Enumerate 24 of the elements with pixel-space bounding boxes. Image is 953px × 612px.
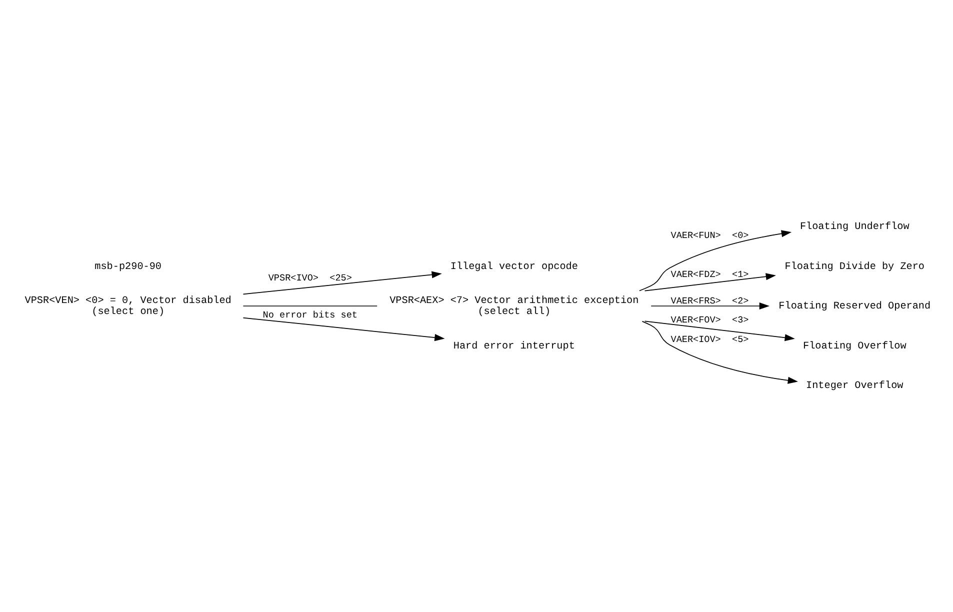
node-text: Floating Reserved Operand bbox=[778, 302, 930, 313]
node-text: VPSR<VEN> <0> = 0, Vector disabled (select one) bbox=[24, 296, 231, 318]
edge-label: VAER<IOV> <5> bbox=[670, 334, 748, 346]
edge-label: No error bits set bbox=[262, 310, 357, 321]
node-text: Floating Overflow bbox=[802, 341, 906, 352]
label: msb-p290-90 bbox=[94, 262, 162, 273]
arrow bbox=[650, 302, 770, 310]
arrow bbox=[242, 271, 442, 295]
arrow bbox=[641, 320, 798, 384]
node-text: VPSR<AEX> <7> Vector arithmetic exception (select all) bbox=[389, 296, 638, 318]
node-text: Floating Divide by Zero bbox=[784, 262, 924, 273]
arrow bbox=[644, 273, 776, 292]
edge-label: VPSR<IVO> <25> bbox=[268, 272, 352, 284]
edge-label: VAER<FRS> <2> bbox=[670, 295, 748, 306]
node-text: Hard error interrupt bbox=[452, 341, 574, 352]
node-text: Integer Overflow bbox=[806, 381, 903, 392]
edge-label: VAER<FOV> <3> bbox=[670, 314, 748, 326]
arrow bbox=[242, 317, 444, 342]
arrow bbox=[638, 230, 792, 292]
edge-label: VAER<FUN> <0> bbox=[670, 230, 748, 242]
node-text: Illegal vector opcode bbox=[450, 262, 578, 273]
node-text: Floating Underflow bbox=[799, 222, 909, 234]
edge-label: VAER<FDZ> <1> bbox=[670, 269, 748, 280]
arrow bbox=[644, 320, 794, 342]
